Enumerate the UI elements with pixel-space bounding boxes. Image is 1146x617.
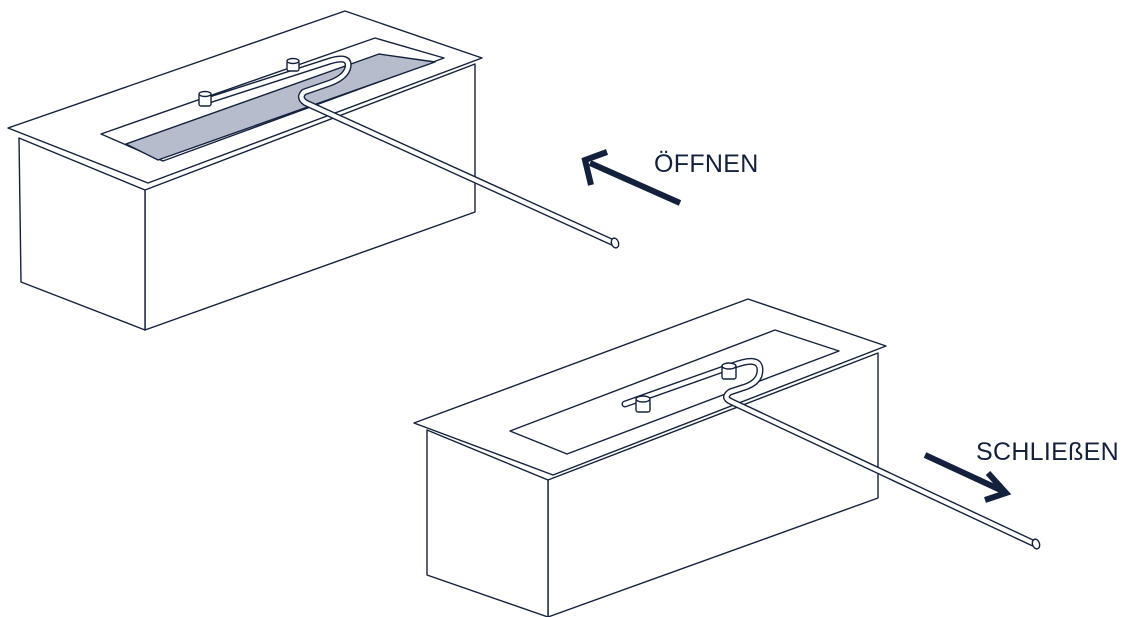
fuel-slot <box>125 53 436 161</box>
close-label: SCHLIEßEN <box>976 438 1119 466</box>
lever-rod-end <box>1031 538 1041 550</box>
side-face <box>18 137 146 331</box>
side-face <box>426 429 549 617</box>
open-label: ÖFFNEN <box>654 150 759 178</box>
close-arrow <box>923 452 1012 503</box>
lever-rod-end <box>610 237 620 249</box>
open-arrow <box>581 149 682 206</box>
burner-box-closed <box>413 298 1041 617</box>
burner-box-open <box>7 10 620 331</box>
